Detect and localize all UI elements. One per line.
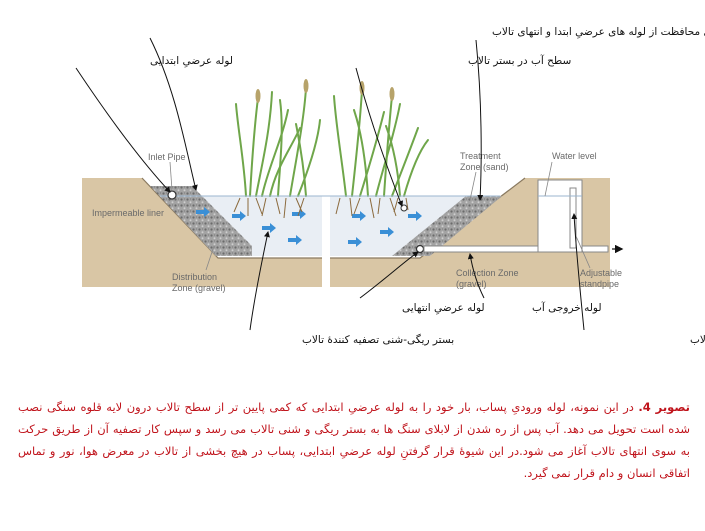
leader-lines — [75, 37, 585, 331]
label-distribution-1: Distribution — [172, 272, 217, 282]
flow-arrow-icon — [196, 207, 210, 217]
english-labels: Inlet Pipe Impermeable liner Treatment Z… — [92, 151, 622, 293]
persian-labels: لایه قلوه سنگی برای محافظت از لوله های ع… — [150, 25, 705, 346]
reed-roots — [233, 197, 409, 219]
inlet-pipe-end — [167, 190, 177, 200]
flow-arrow-icon — [232, 211, 246, 221]
leader-treatment-bed — [249, 231, 270, 331]
label-water-level-in-bed: سطح آب در بستر تالاب — [468, 54, 571, 67]
flow-arrow-icon — [380, 227, 394, 237]
leader-inlet-pipe — [75, 67, 171, 193]
label-outlet-collection-pipe: لوله عرضیِ انتهایی — [402, 302, 485, 315]
label-standpipe-fa: لوله ایستاده ویژه تنظیم سطح آب در بستر ت… — [690, 333, 705, 346]
label-treatment-2: Zone (sand) — [460, 162, 509, 172]
flow-arrow-icon — [348, 237, 362, 247]
flow-arrows — [196, 207, 422, 247]
flow-arrow-icon — [352, 211, 366, 221]
flow-arrow-icon — [262, 223, 276, 233]
label-water-level: Water level — [552, 151, 597, 161]
label-collection-2: (gravel) — [456, 279, 487, 289]
label-impermeable-liner: Impermeable liner — [92, 208, 164, 218]
leader-water-level — [355, 67, 403, 207]
figure-label: تصویر 4. — [638, 400, 690, 414]
reed-plants — [235, 87, 429, 197]
figure-caption-text: در این نمونه، لوله ورودیِ پساب، بار خود … — [18, 400, 690, 480]
figure-caption: تصویر 4. در این نمونه، لوله ورودیِ پساب،… — [18, 396, 690, 484]
flow-arrow-icon — [288, 235, 302, 245]
label-outflow-pipe: لوله خروجی آب — [532, 301, 602, 314]
outlet-collection-pipe — [415, 244, 609, 254]
label-collection-1: Collection Zone — [456, 268, 519, 278]
label-treatment-1: Treatment — [460, 151, 501, 161]
pipe-end-icon — [415, 244, 425, 254]
label-standpipe-2: standpipe — [580, 279, 619, 289]
label-inlet-pipe: Inlet Pipe — [148, 152, 186, 162]
collection-zone-gravel — [392, 196, 502, 256]
distribution-zone-gravel — [150, 186, 252, 256]
label-stone-layer: لایه قلوه سنگی برای محافظت از لوله های ع… — [492, 25, 705, 39]
label-treatment-bed: بستر ریگی-شنی تصفیه کنندۀ تالاب — [302, 333, 454, 346]
leader-stone-right — [475, 39, 484, 201]
reed-seed-heads — [255, 79, 395, 103]
leader-stone-left — [149, 37, 198, 191]
flow-arrow-icon — [408, 211, 422, 221]
label-distribution-2: Zone (gravel) — [172, 283, 226, 293]
label-standpipe-1: Adjustable — [580, 268, 622, 278]
leader-standpipe — [571, 213, 585, 331]
pipe-end-icon — [167, 190, 177, 200]
leader-outflow — [467, 253, 485, 299]
leader-outlet-pipe — [359, 251, 419, 299]
label-inlet-distribution-pipe: لوله عرضیِ ابتدایی — [150, 55, 233, 68]
